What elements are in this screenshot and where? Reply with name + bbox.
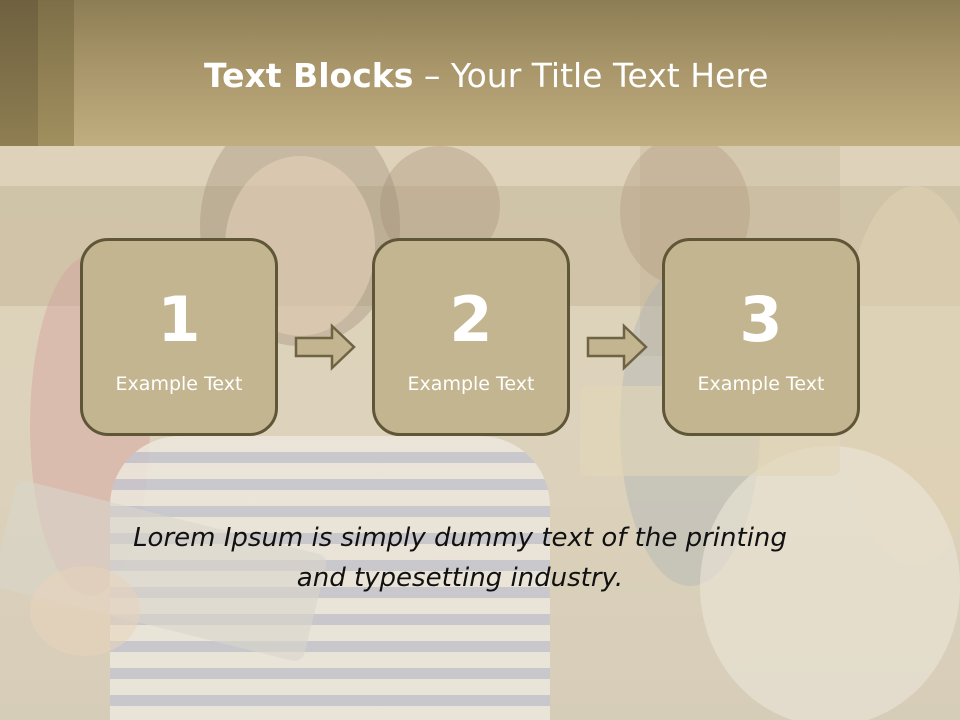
page-title: Text Blocks – Your Title Text Here: [204, 56, 768, 100]
block-number: 3: [739, 283, 783, 356]
block-label: Example Text: [697, 373, 825, 395]
right-arrow-icon: [294, 323, 356, 371]
block-number: 2: [449, 283, 493, 356]
text-block-1: 1 Example Text: [80, 238, 278, 436]
block-number: 1: [157, 283, 201, 356]
header-accent-strip: [0, 0, 38, 146]
block-label: Example Text: [407, 373, 535, 395]
text-block-2: 2 Example Text: [372, 238, 570, 436]
right-arrow-icon: [586, 323, 648, 371]
text-block-3: 3 Example Text: [662, 238, 860, 436]
title-rest: – Your Title Text Here: [413, 56, 769, 95]
body-text: Lorem Ipsum is simply dummy text of the …: [100, 518, 820, 598]
block-label: Example Text: [115, 373, 243, 395]
title-bold: Text Blocks: [204, 56, 414, 95]
body-line-1: Lorem Ipsum is simply dummy text of the …: [133, 523, 787, 553]
header-accent-strip-secondary: [38, 0, 74, 146]
header-band: Text Blocks – Your Title Text Here: [0, 0, 960, 146]
body-line-2: and typesetting industry.: [296, 563, 624, 593]
